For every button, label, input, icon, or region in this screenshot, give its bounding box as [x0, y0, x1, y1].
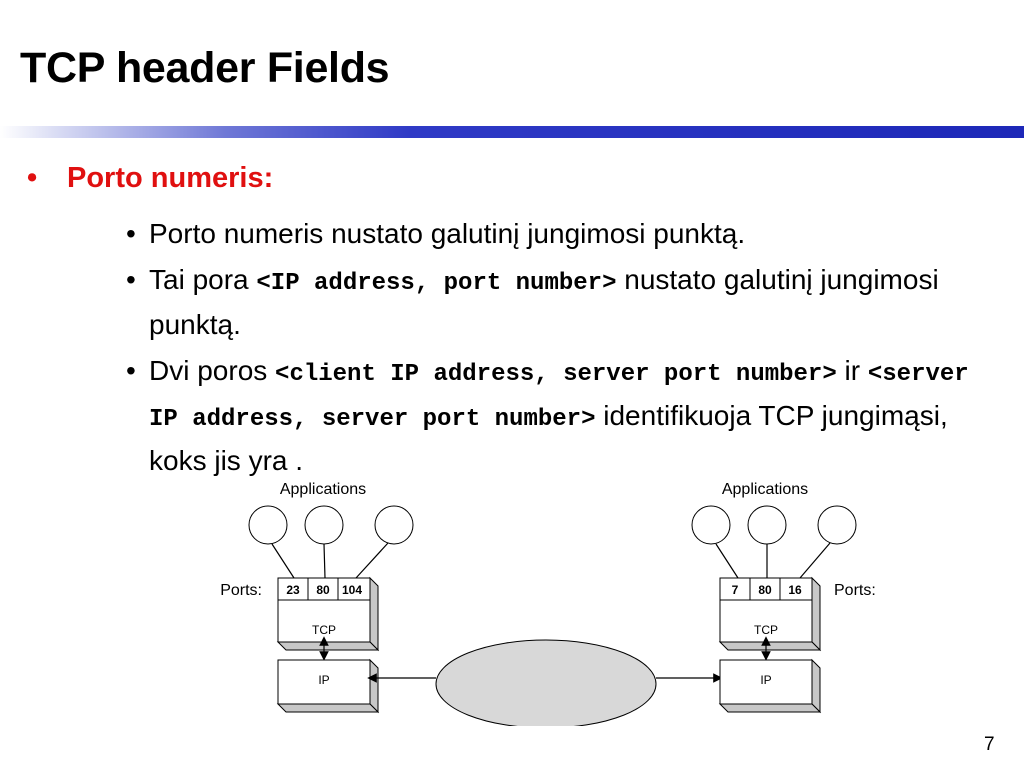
- port-number: 104: [342, 583, 362, 597]
- text-segment: nustato galutinį jungimosi punktą.: [149, 264, 939, 340]
- port-number: 16: [788, 583, 802, 597]
- port-number: 23: [286, 583, 300, 597]
- left-application-circle: [374, 505, 414, 545]
- bullet-dot-icon: •: [27, 162, 38, 194]
- left-applications-label: Applications: [280, 481, 366, 498]
- bullet-dot-icon: •: [126, 264, 136, 295]
- code-segment: <client IP address, server port number>: [275, 361, 837, 388]
- title-rule: [0, 126, 1024, 138]
- page-number: 7: [984, 734, 995, 755]
- left-ports-label: Ports:: [220, 582, 262, 599]
- ip-box-side: [369, 658, 379, 714]
- tcp-box-side: [811, 576, 821, 652]
- right-application-circle: [747, 505, 787, 545]
- tcp-label: TCP: [754, 623, 778, 637]
- port-number: 80: [316, 583, 330, 597]
- text-segment: Dvi poros: [149, 355, 276, 386]
- code-segment: <IP address, port number>: [256, 270, 617, 297]
- ip-box-side: [811, 658, 821, 714]
- right-applications-label: Applications: [722, 481, 808, 498]
- tcp-box: [277, 577, 371, 643]
- bullet-item-1: • Porto numeris nustato galutinį jungimo…: [126, 213, 1006, 254]
- bullet-item-3: • Dvi poros <client IP address, server p…: [126, 350, 1006, 481]
- code-segment: <server IP address, server port number>: [149, 361, 969, 433]
- right-ports-label: Ports:: [834, 582, 876, 599]
- tcp-label: TCP: [312, 623, 336, 637]
- bullet-item-2: • Tai pora <IP address, port number> nus…: [126, 259, 1006, 345]
- bullet-dot-icon: •: [126, 218, 136, 249]
- app-link-line: [355, 542, 389, 579]
- app-link-line: [799, 542, 831, 579]
- app-link-line: [715, 543, 739, 579]
- tcp-box-bottom: [276, 641, 380, 651]
- network-ellipse: [435, 639, 657, 729]
- bullet-heading: • Porto numeris:: [27, 162, 273, 195]
- left-application-circle: [248, 505, 288, 545]
- port-number: 80: [758, 583, 772, 597]
- bullet-item-text: Porto numeris nustato galutinį jungimosi…: [149, 218, 746, 249]
- bullet-item-text: Dvi poros <client IP address, server por…: [149, 350, 1006, 481]
- ip-box-bottom: [718, 703, 822, 713]
- ip-label: IP: [318, 673, 329, 687]
- port-number: 7: [732, 583, 739, 597]
- app-link-line: [271, 543, 295, 579]
- right-application-circle: [817, 505, 857, 545]
- text-segment: ir: [836, 355, 868, 386]
- ip-box: [719, 659, 813, 705]
- ip-label: IP: [760, 673, 771, 687]
- bullet-heading-text: Porto numeris:: [67, 162, 274, 194]
- ip-box: [277, 659, 371, 705]
- text-segment: Tai pora: [149, 264, 257, 295]
- tcp-box-side: [369, 576, 379, 652]
- tcp-box-bottom: [718, 641, 822, 651]
- ip-box-bottom: [276, 703, 380, 713]
- app-link-line: [323, 543, 326, 579]
- tcp-box: [719, 577, 813, 643]
- bullet-dot-icon: •: [126, 355, 136, 386]
- slide-title: TCP header Fields: [20, 44, 390, 92]
- right-application-circle: [691, 505, 731, 545]
- right-host: Applications 7 80 16 TCP Ports: IP: [691, 481, 876, 714]
- left-host: Applications 23 80 104 TCP Ports: IP: [220, 481, 414, 714]
- text-segment: identifikuoja TCP jungimąsi, koks jis yr…: [149, 400, 948, 476]
- bullet-item-text: Tai pora <IP address, port number> nusta…: [149, 259, 1006, 345]
- left-application-circle: [304, 505, 344, 545]
- ellipse-crop: [430, 726, 670, 768]
